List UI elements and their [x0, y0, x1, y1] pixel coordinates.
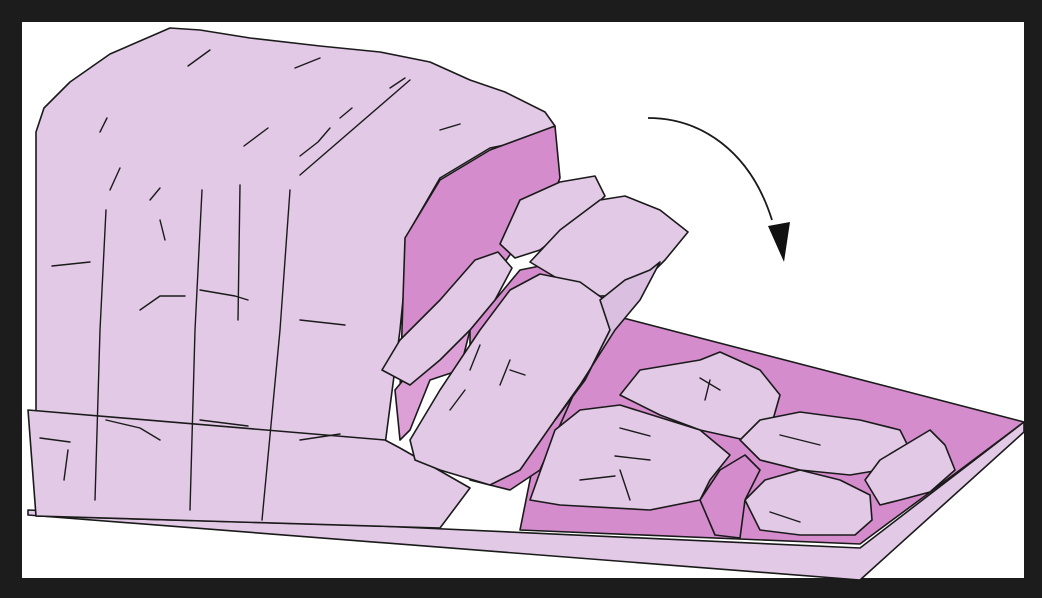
- diagram-canvas: [0, 0, 1042, 598]
- toppling-failure-diagram: [0, 0, 1042, 598]
